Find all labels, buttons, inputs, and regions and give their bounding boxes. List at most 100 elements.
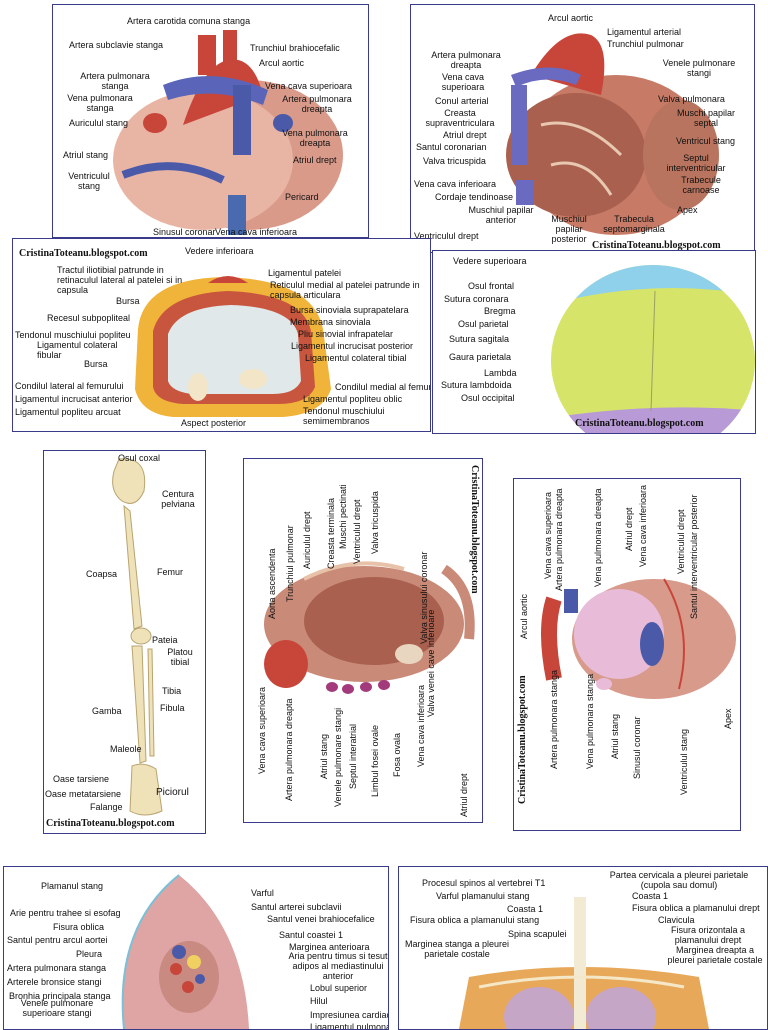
p3-label: Membrana sinoviala [290,317,371,327]
p1-label: Arcul aortic [259,58,305,68]
p3-label: Pliu sinovial infrapatelar [298,329,394,339]
p2-label: Valva pulmonara [658,94,725,104]
p9-label: Partea cervicala a pleurei parietale (cu… [609,870,749,890]
p5-label: Gamba [92,706,122,716]
p5-label: Oase metatarsiene [45,789,122,799]
p9-label: Spina scapulei [508,929,567,939]
watermark: CristinaToteanu.blogspot.com [592,240,721,251]
p2-label: Trabecula septomarginala [603,214,665,234]
p1-label: Ventriculul stang [68,171,110,191]
p8-label: Lobul superior [310,983,368,993]
p2-label: Muschi papilar septal [676,108,736,128]
panel-heart-anterior: Artera carotida comuna stanga Artera sub… [52,4,369,238]
p6-label: Fosa ovala [392,732,402,777]
p6-label: Artera pulmonara dreapta [284,698,294,801]
p3-label: Tendonul muschiului popliteu [15,330,131,340]
p1-label: Artera carotida comuna stanga [127,16,251,26]
p2-label: Venele pulmonare stangi [662,58,736,78]
p9-label: Coasta 1 [507,904,544,914]
p3-label: Tendonul muschiului semimembranos [303,406,385,426]
p6-label: Venele pulmonare stangi [333,707,343,807]
p2-label: Muschiul papilar posterior [551,214,587,244]
p8-label: Ligamentul pulmonar [310,1022,389,1030]
p3-label: Bursa [116,296,140,306]
p7-label: Apex [723,708,733,729]
p1-label: Vena pulmonara dreapta [282,128,348,148]
p6-label: Vena cava superioara [257,686,267,774]
p4-label: Lambda [484,368,517,378]
p2-label: Cordaje tendinoase [435,192,514,202]
p8-label: Venele pulmonare superioare stangi [20,998,94,1018]
p1-label: Artera pulmonara stanga [80,71,150,91]
p5-label: Tibia [162,686,182,696]
panel-skull-superior: Vedere superioara Osul frontal Sutura co… [432,250,756,434]
p9-label: Clavicula [658,915,695,925]
p5-label: Pateia [152,635,178,645]
p3-label: Ligamentul popliteu oblic [303,394,403,404]
p1-label: Atriul drept [293,155,337,165]
p9-label: Marginea dreapta a pleurei parietale cos… [667,945,763,965]
p3-label: Ligamentul incrucisat posterior [291,341,414,351]
p2-label: Ventricul stang [676,136,736,146]
p6-label: Atriul stang [319,733,329,779]
p3-label: Condilul medial al femurului [335,382,430,392]
p9-label: Coasta 1 [632,891,669,901]
p3-label: Ligamentul patelei [268,268,342,278]
heart-anterior-illustration [113,30,343,235]
p2-label: Vena cava superioara [441,72,485,92]
p6-label: Valva tricuspida [370,491,380,554]
p3-label: Condilul lateral al femurului [15,381,124,391]
panel-thorax-posterior: Procesul spinos al vertebrei T1 Partea c… [398,866,768,1030]
p4-label: Osul parietal [458,319,509,329]
thorax-posterior-illustration [459,897,709,1029]
p5-label: Coapsa [86,569,118,579]
p1-label: Vena pulmonara stanga [67,93,133,113]
p4-label: Sutura lambdoida [441,380,512,390]
p2-label: Trabecule carnoase [681,175,721,195]
p6-label: Trunchiul pulmonar [285,525,295,602]
p2-label: Ventriculul drept [414,231,479,241]
p7-label: Ventriculul stang [679,728,689,795]
panel-left-lung: Plamanul stang Varful Santul arterei sub… [3,866,389,1030]
p9-label: Procesul spinos al vertebrei T1 [422,878,546,888]
p5-label: Oase tarsiene [53,774,110,784]
p7-label: Arcul aortic [519,593,529,639]
p8-label: Pleura [76,949,103,959]
p8-label: Aria pentru timus si tesut adipos al med… [288,951,388,981]
p2-label: Atriul drept [443,130,487,140]
p4-label: Osul occipital [461,393,515,403]
p4-label: Sutura sagitala [449,334,510,344]
p8-label: Arie pentru trahee si esofag [10,908,121,918]
p6-label: Limbul fosei ovale [370,724,380,797]
p9-label: Fisura oblica a plamanului stang [410,915,540,925]
p6-label: Atriul drept [459,773,469,817]
p5-label: Maleole [110,744,142,754]
p8-label: Impresiunea cardiaca [310,1010,389,1020]
p2-label: Apex [677,205,698,215]
heart-posterior-illustration [541,578,736,699]
p2-label: Creasta supraventriculara [425,108,495,128]
p1-label: Atriul stang [63,150,109,160]
p8-label: Marginea anterioara [289,942,370,952]
panel-heart-posterior: CristinaToteanu.blogspot.com Arcul aorti… [513,478,741,831]
p8-label: Artera pulmonara stanga [7,963,107,973]
watermark: CristinaToteanu.blogspot.com [46,818,175,829]
p3-label: Ligamentul popliteu arcuat [15,407,121,417]
p8-label: Varful [251,888,274,898]
p2-label: Arcul aortic [548,13,594,23]
p9-label: Fisura oblica a plamanului drept [632,903,760,913]
p4-label: Osul frontal [468,281,515,291]
p5-label: Falange [90,802,123,812]
p3-label: Bursa [84,359,108,369]
p3-title: Vedere inferioara [185,246,254,256]
p1-label: Artera subclavie stanga [69,40,164,50]
p4-title: Vedere superioara [453,256,527,266]
p7-label: Vena pulmonara dreapta [593,488,603,587]
panel-lower-limb: Osul coxal Centura pelviana Coapsa Femur… [43,450,206,834]
left-lung-illustration [121,874,249,1029]
p9-label: Fisura orizontala a plamanului drept [670,925,746,945]
watermark: CristinaToteanu.blogspot.com [575,418,704,429]
p8-label: Santul venei brahiocefalice [267,914,375,924]
p2-label: Artera pulmonara dreapta [431,50,501,70]
p4-label: Sutura coronara [444,294,509,304]
